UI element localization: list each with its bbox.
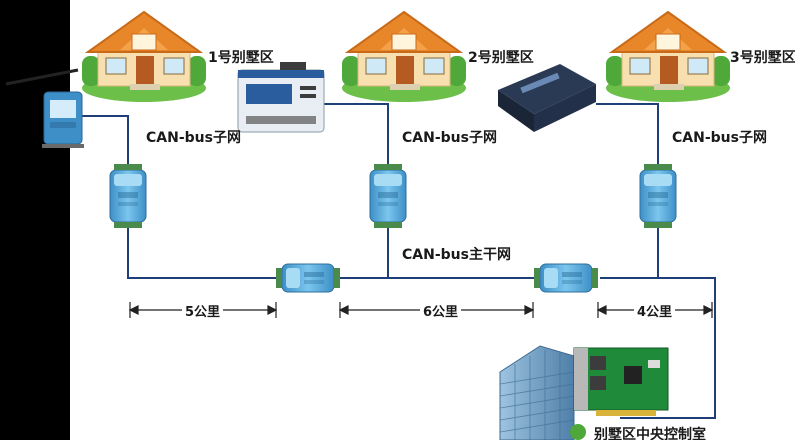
repeater-1-icon (109, 163, 147, 229)
house-1-icon (81, 11, 207, 103)
house-3-label: 3号别墅区 (730, 50, 795, 66)
repeater-3-icon (639, 163, 677, 229)
can-converter-device-icon (237, 62, 325, 133)
house-2-icon (341, 11, 467, 103)
repeater-2-icon (369, 163, 407, 229)
distance-3-label: 4公里 (634, 301, 676, 320)
gateway-device-icon (5, 68, 84, 148)
house-3-icon (605, 11, 731, 103)
house-1-label: 1号别墅区 (208, 50, 274, 66)
usbcan-device-icon (498, 64, 596, 132)
subnet-1-label: CAN-bus子网 (146, 130, 241, 146)
distance-2-label: 6公里 (420, 301, 462, 320)
trunk-repeater-2-icon (533, 263, 599, 293)
can-pci-card-icon (573, 347, 669, 416)
main-bus-label: CAN-bus主干网 (402, 247, 511, 263)
subnet-2-label: CAN-bus子网 (402, 130, 497, 146)
subnet-3-label: CAN-bus子网 (672, 130, 767, 146)
control-room-label: 别墅区中央控制室 (594, 427, 706, 440)
distance-1-label: 5公里 (182, 301, 224, 320)
trunk-repeater-1-icon (275, 263, 341, 293)
control-building-icon (499, 345, 586, 440)
house-2-label: 2号别墅区 (468, 50, 534, 66)
